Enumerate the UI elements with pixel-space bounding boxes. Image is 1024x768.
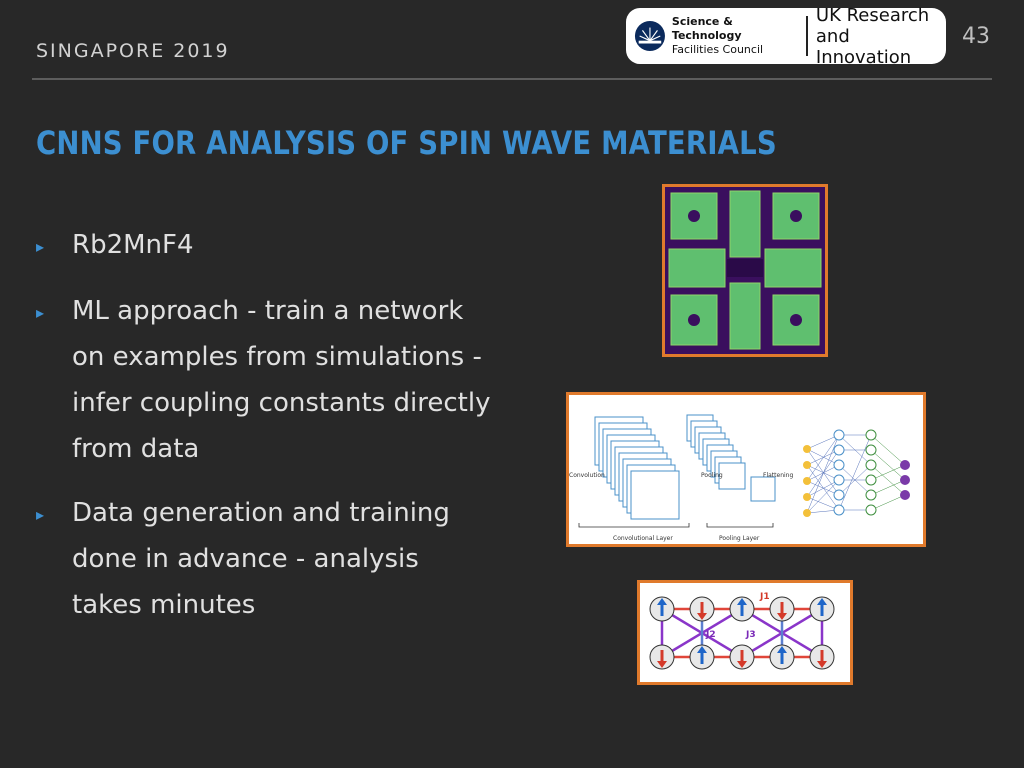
stfc-name-line2: Facilities Council — [671, 43, 764, 56]
bullet-item: ▸ Data generation and training done in a… — [36, 490, 496, 628]
conv-layer-label: Convolutional Layer — [613, 535, 673, 542]
spin-up-arrow-icon — [737, 598, 747, 616]
stfc-logo: Science & Technology Facilities Council — [626, 15, 798, 57]
slide-number: 43 — [962, 24, 990, 49]
flattening-label: Flattening — [763, 472, 793, 479]
stfc-name-line1: Science & Technology — [671, 15, 742, 42]
ukri-logo: UK Research and Innovation — [816, 5, 946, 68]
spin-down-arrow-icon — [777, 602, 787, 620]
slide-title: CNNS FOR ANALYSIS OF SPIN WAVE MATERIALS — [36, 124, 777, 162]
bullet-text: ML approach - train a network on example… — [72, 296, 491, 464]
sponsor-logo: Science & Technology Facilities Council … — [626, 5, 946, 68]
spin-up-arrow-icon — [817, 598, 827, 616]
j3-label: J3 — [745, 630, 756, 640]
convolution-label: Convolution — [569, 472, 605, 479]
stfc-emblem-icon — [634, 20, 665, 52]
spin-coupling-diagram: J1 J2 J3 — [637, 580, 853, 685]
bullet-item: ▸ Rb2MnF4 — [36, 222, 496, 270]
heatmap-graphic — [665, 187, 825, 354]
bullet-text: Rb2MnF4 — [72, 230, 194, 260]
cnn-architecture-diagram: Convolution Pooling Flattening Convoluti… — [566, 392, 926, 547]
header-divider — [32, 78, 992, 80]
bullet-arrow-icon: ▸ — [36, 237, 45, 256]
pool-layer-label: Pooling Layer — [719, 535, 760, 542]
conference-label: SINGAPORE 2019 — [36, 40, 230, 62]
spin-down-arrow-icon — [737, 650, 747, 668]
spin-lattice-graphic: J1 J2 J3 — [649, 592, 835, 670]
pooling-label: Pooling — [701, 472, 723, 479]
scattering-heatmap-image — [662, 184, 828, 357]
bullet-arrow-icon: ▸ — [36, 303, 45, 322]
j1-label: J1 — [759, 592, 770, 602]
bullet-item: ▸ ML approach - train a network on examp… — [36, 288, 496, 472]
bullet-arrow-icon: ▸ — [36, 505, 45, 524]
bullet-list: ▸ Rb2MnF4 ▸ ML approach - train a networ… — [36, 222, 496, 646]
spin-up-arrow-icon — [657, 598, 667, 616]
cnn-graphic: Convolution Pooling Flattening Convoluti… — [569, 414, 910, 542]
ukri-name-line2: and Innovation — [815, 25, 912, 68]
ukri-name-line1: UK Research — [815, 4, 930, 26]
spin-down-arrow-icon — [817, 650, 827, 668]
spin-down-arrow-icon — [657, 650, 667, 668]
logo-divider — [805, 16, 808, 56]
bullet-text: Data generation and training done in adv… — [72, 498, 450, 620]
spin-up-arrow-icon — [697, 646, 707, 664]
j2-label: J2 — [705, 630, 716, 640]
spin-up-arrow-icon — [777, 646, 787, 664]
spin-down-arrow-icon — [697, 602, 707, 620]
